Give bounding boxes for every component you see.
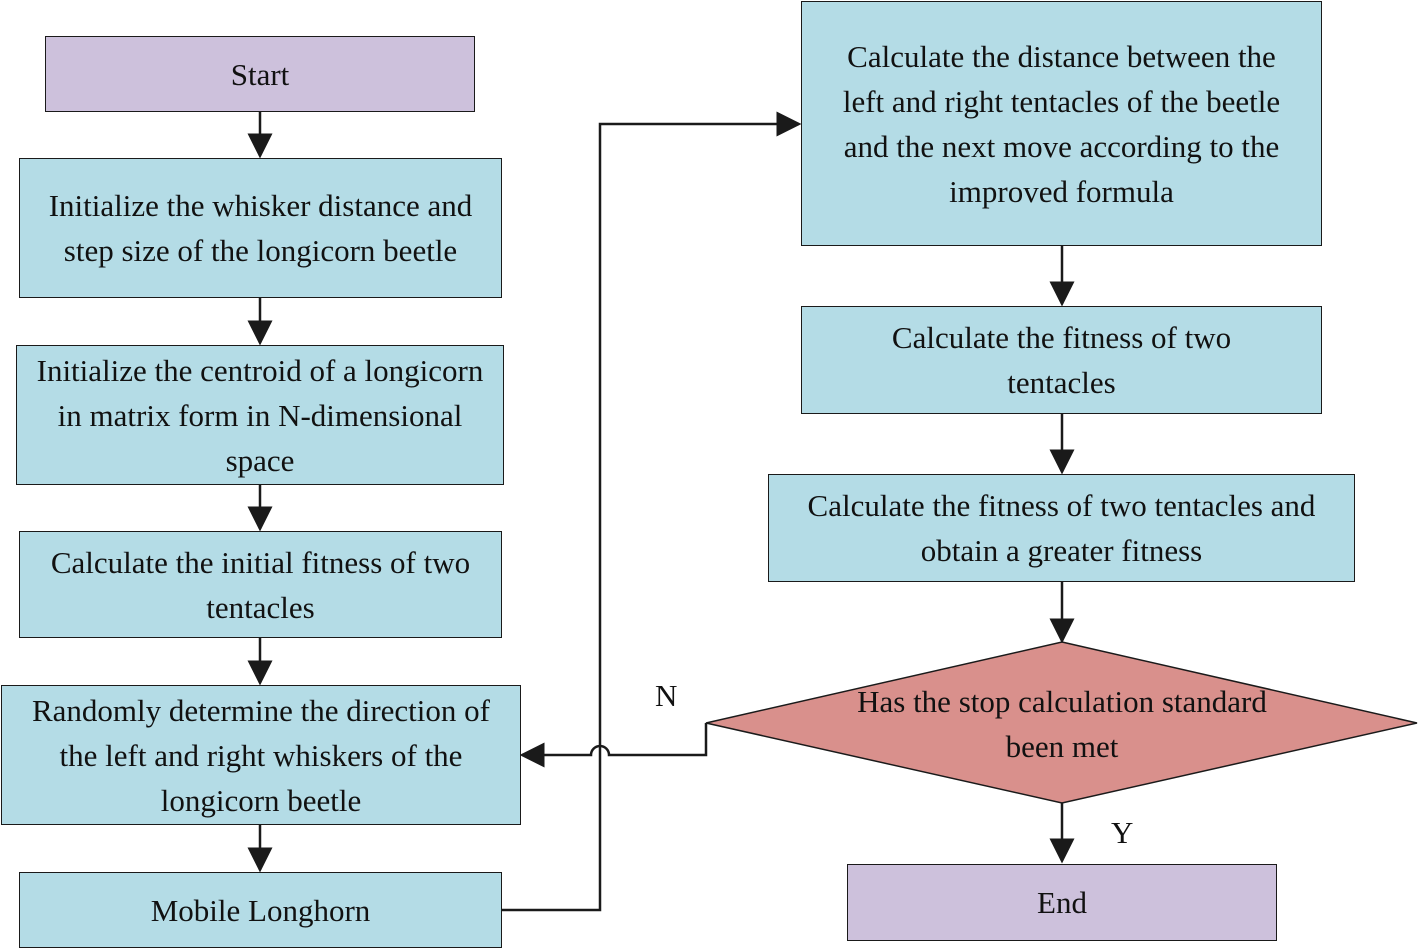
init-whisker-node: Initialize the whisker distance and step… [19, 158, 502, 298]
init-centroid-node: Initialize the centroid of a longicorn i… [16, 345, 504, 485]
calc-fitness-greater-label: Calculate the fitness of two tentacles a… [807, 488, 1316, 568]
calc-distance-label: Calculate the distance between the left … [842, 38, 1281, 209]
start-label: Start [230, 56, 290, 92]
mobile-longhorn-label: Mobile Longhorn [150, 892, 371, 928]
end-node: End [847, 864, 1277, 941]
init-whisker-label: Initialize the whisker distance and step… [48, 188, 473, 268]
decision-text: Has the stop calculation standard been m… [706, 656, 1418, 792]
init-centroid-label: Initialize the centroid of a longicorn i… [36, 352, 484, 478]
calc-initial-fitness-label: Calculate the initial fitness of two ten… [50, 544, 471, 625]
random-direction-node: Randomly determine the direction of the … [1, 685, 521, 825]
calc-fitness-two-node: Calculate the fitness of two tentacles [801, 306, 1322, 414]
calc-fitness-greater-node: Calculate the fitness of two tentacles a… [768, 474, 1355, 582]
arrow-mobile-to-calc-distance [502, 111, 802, 912]
end-label: End [1037, 885, 1087, 920]
calc-distance-node: Calculate the distance between the left … [801, 1, 1322, 246]
mobile-longhorn-node: Mobile Longhorn [19, 872, 502, 948]
decision-label: Has the stop calculation standard been m… [857, 684, 1267, 764]
decision-diamond [705, 641, 1418, 804]
start-node: Start [45, 36, 475, 112]
calc-initial-fitness-node: Calculate the initial fitness of two ten… [19, 531, 502, 638]
random-direction-label: Randomly determine the direction of the … [32, 692, 490, 818]
edge-label-yes: Y [1111, 815, 1134, 850]
arrow-decision-no-to-random-direction [519, 723, 708, 768]
edge-label-no: N [655, 678, 678, 713]
calc-fitness-two-label: Calculate the fitness of two tentacles [891, 320, 1232, 400]
